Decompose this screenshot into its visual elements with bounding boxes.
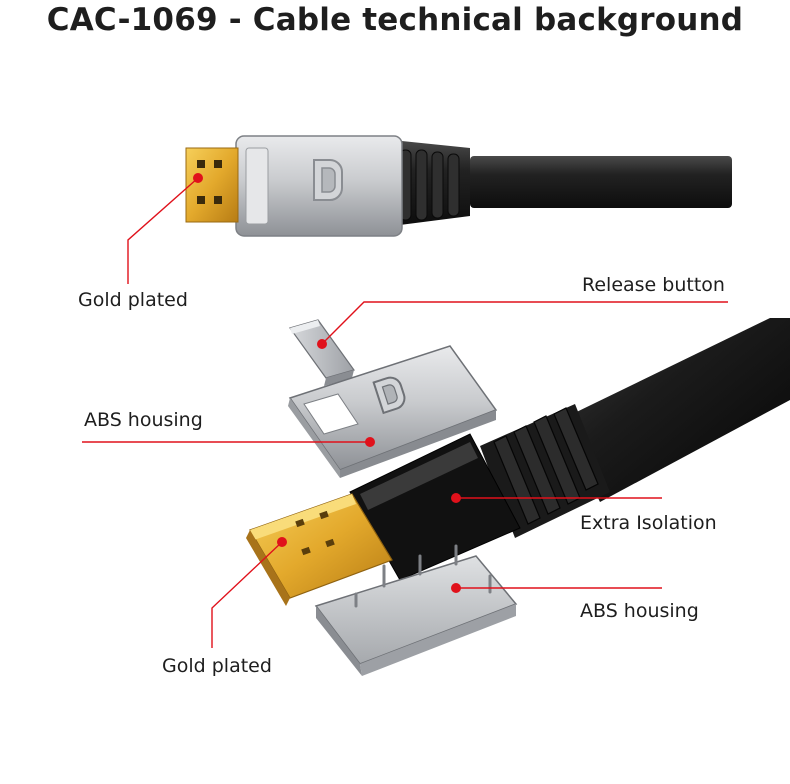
label-gold-plated-top: Gold plated	[78, 289, 188, 311]
bottom-abs-housing-part	[314, 544, 518, 676]
label-extra-isolation: Extra Isolation	[580, 512, 717, 534]
top-cable	[470, 156, 732, 208]
leader-dots	[193, 173, 461, 593]
leader-gold-top	[127, 177, 199, 284]
dp-logo-housing	[372, 376, 406, 415]
assembled-connector	[185, 135, 732, 237]
exploded-cable	[560, 318, 790, 502]
top-abs-housing-part	[288, 345, 498, 478]
diagram-title: CAC-1069 - Cable technical background	[46, 2, 744, 38]
exploded-gold-plug	[246, 493, 393, 606]
top-gold-contact	[185, 147, 239, 223]
label-abs-housing-bottom: ABS housing	[580, 600, 699, 622]
release-button-part	[289, 319, 355, 386]
label-release-button: Release button	[582, 274, 725, 296]
exploded-strain-relief	[480, 404, 610, 538]
leader-gold-bottom	[211, 541, 283, 648]
leader-release-button	[321, 301, 728, 345]
label-gold-plated-bottom: Gold plated	[162, 655, 272, 677]
dp-logo-top	[313, 159, 343, 201]
label-abs-housing-top: ABS housing	[84, 409, 203, 431]
leader-lines	[82, 177, 728, 648]
